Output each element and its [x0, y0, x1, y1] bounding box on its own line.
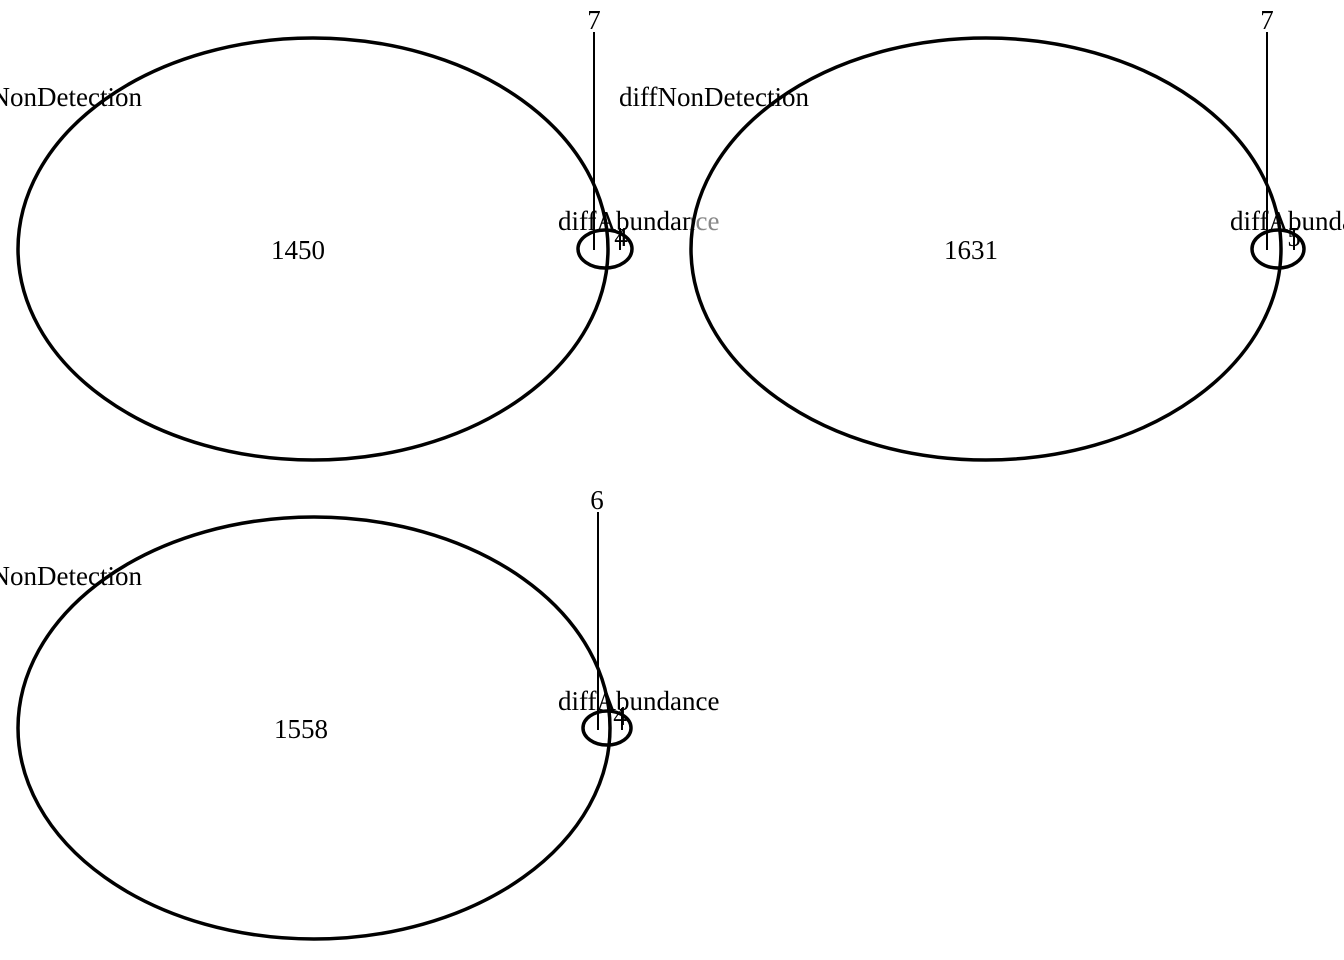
set-a-label: diffNonDetection — [619, 82, 809, 112]
venn-diagram-3: diffNonDetection 1558 6 4 diffAbundance — [0, 485, 719, 941]
set-a-label: diffNonDetection — [0, 82, 142, 112]
only-a-count: 1631 — [944, 235, 998, 265]
only-b-count: 4 — [614, 222, 628, 252]
overlap-count: 6 — [590, 485, 604, 515]
only-a-count: 1558 — [274, 714, 328, 744]
set-a-ellipse — [689, 36, 1283, 462]
venn-diagram-1: diffNonDetection 1450 7 4 diffAbundance … — [0, 5, 719, 462]
only-a-count: 1450 — [271, 235, 325, 265]
set-b-ellipse — [1250, 228, 1306, 270]
set-a-ellipse — [16, 36, 610, 462]
only-b-count: 5 — [1287, 222, 1301, 252]
set-a-ellipse — [16, 515, 612, 941]
set-b-label: diffAbundance — [1230, 206, 1344, 236]
set-b-label: diffAbundance — [558, 206, 719, 236]
set-b-ellipse — [576, 228, 634, 270]
set-b-ellipse — [581, 709, 633, 747]
venn-diagram-2: diffNonDetection 1631 7 5 diffAbundance — [619, 5, 1344, 462]
set-a-label: diffNonDetection — [0, 561, 142, 591]
set-b-label: diffAbundance — [558, 686, 719, 716]
overlap-count: 7 — [1260, 5, 1274, 35]
only-b-count: 4 — [613, 701, 627, 731]
overlap-count: 7 — [587, 5, 601, 35]
